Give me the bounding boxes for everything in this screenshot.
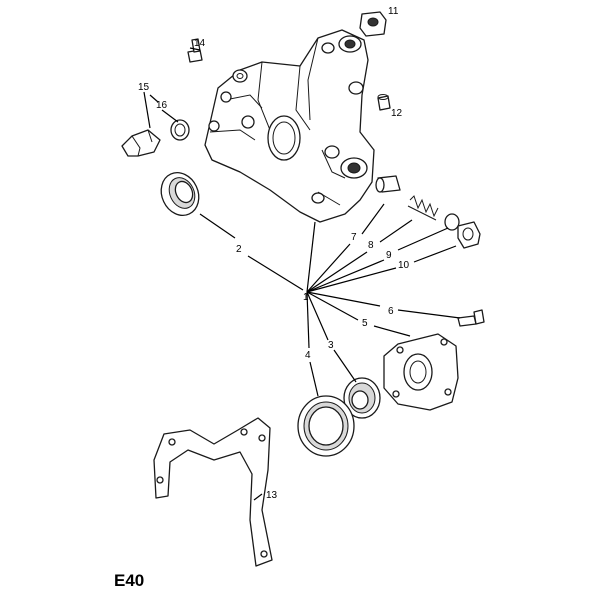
callout-15: 15 (138, 82, 150, 93)
callout-10: 10 (398, 260, 410, 271)
callout-7: 7 (351, 232, 357, 243)
bolt-part-14 (187, 38, 203, 63)
callout-1: 1 (303, 292, 309, 303)
relief-piston-part-7 (375, 175, 401, 193)
callout-labels: 1 2 3 4 5 6 7 8 9 10 11 12 13 14 15 16 (138, 6, 410, 501)
sealing-washer-part-16 (170, 119, 190, 141)
washer-part-9 (444, 213, 460, 231)
diagram-code: E40 (114, 571, 144, 590)
sleeve-part-12 (377, 94, 391, 111)
seal-ring-part-2 (160, 172, 200, 216)
screw-part-6 (457, 309, 485, 327)
plug-part-11 (359, 11, 387, 37)
leader-lines (143, 47, 461, 501)
callout-5: 5 (362, 318, 368, 329)
callout-13: 13 (266, 490, 278, 501)
spring-part-8 (407, 195, 439, 221)
callout-8: 8 (368, 240, 374, 251)
callout-12: 12 (391, 108, 403, 119)
pump-cover-part-5 (383, 333, 459, 411)
callout-9: 9 (386, 250, 392, 261)
callout-6: 6 (388, 306, 394, 317)
callout-14: 14 (194, 38, 206, 49)
screw-plug-part-10 (457, 221, 481, 249)
oil-pressure-switch-part-15 (121, 129, 161, 157)
oil-pump-housing (204, 29, 375, 223)
callout-4: 4 (305, 350, 311, 361)
callout-3: 3 (328, 340, 334, 351)
gasket-part-13 (153, 417, 273, 567)
inner-rotor-part-3 (343, 377, 381, 419)
callout-2: 2 (236, 244, 242, 255)
callout-11: 11 (388, 6, 399, 17)
callout-16: 16 (156, 100, 168, 111)
outer-rotor-part-4 (297, 395, 355, 457)
